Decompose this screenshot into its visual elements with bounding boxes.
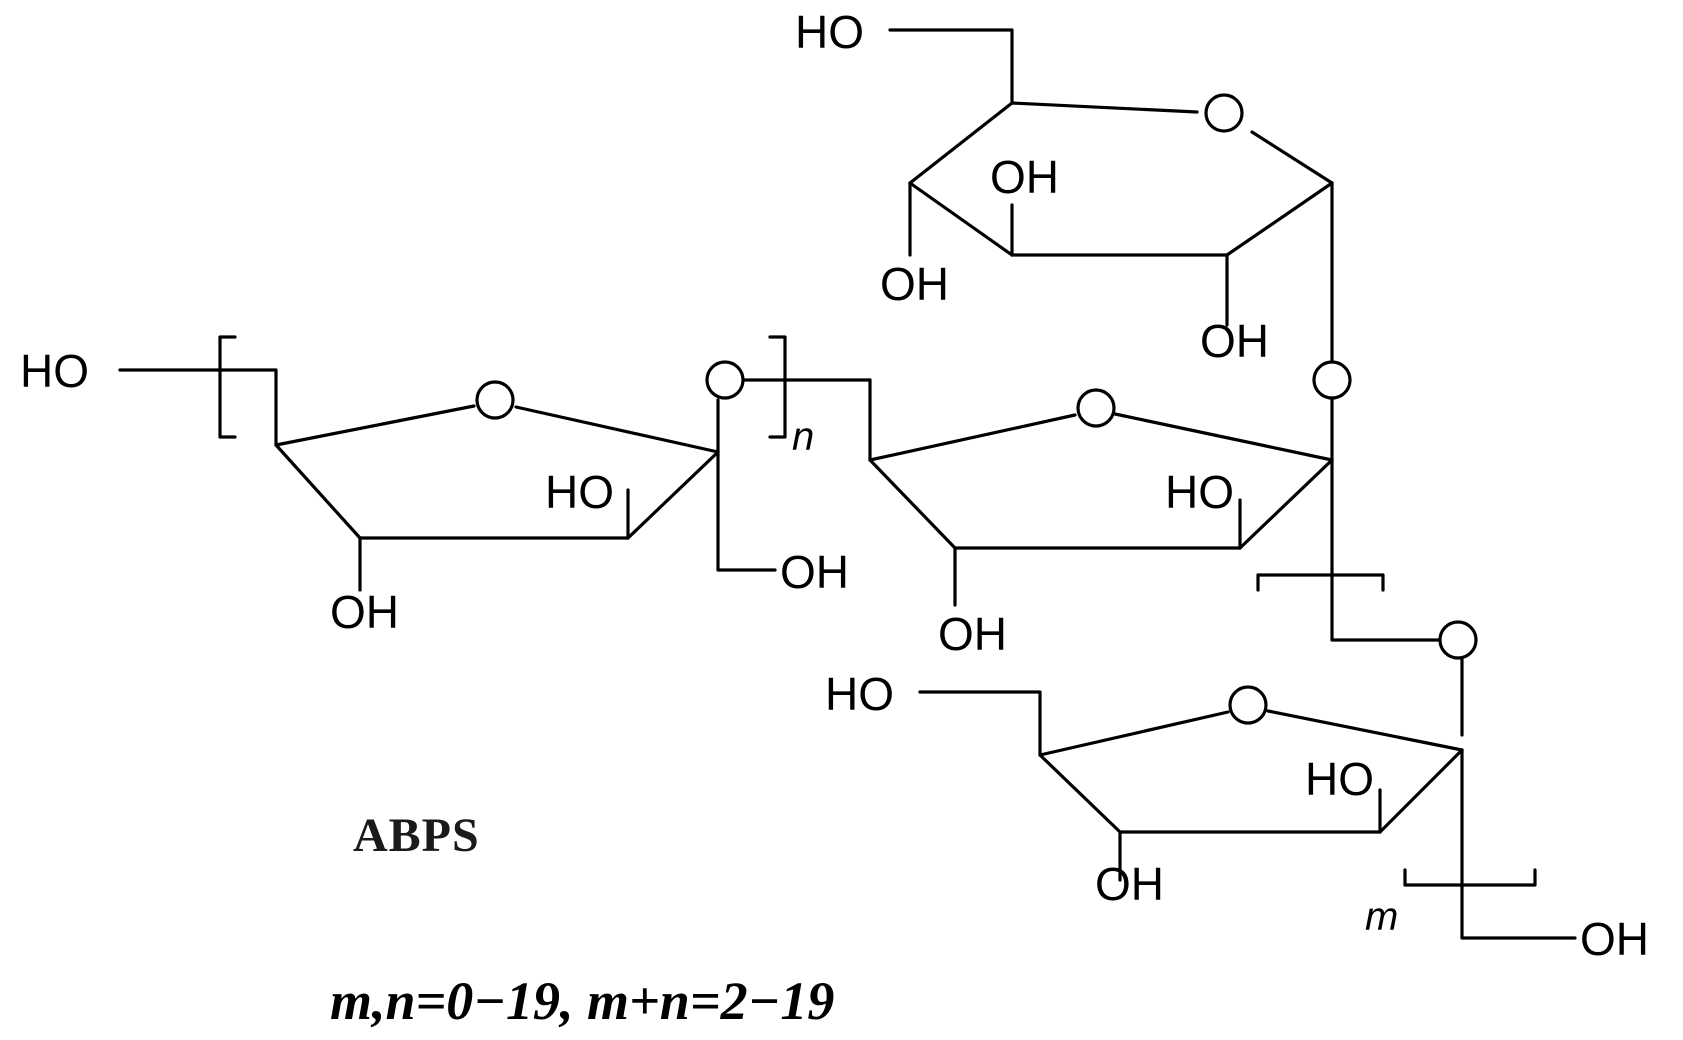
bridge-oxygen-2 <box>1438 620 1478 660</box>
repeat-subscript-n: n <box>792 415 814 459</box>
oh-label-middle-c4: OH <box>938 608 1007 660</box>
repeat-range-note: m,n=0−19, m+n=2−19 <box>330 971 835 1031</box>
top-pyranose-ring <box>888 28 1334 362</box>
glycosidic-oxygen-left <box>705 360 745 400</box>
ho-label-left-terminal: HO <box>20 345 89 397</box>
oh-label-top-c2: OH <box>1200 315 1269 367</box>
oh-label-left-c4: OH <box>330 586 399 638</box>
middle-furanose-ring <box>868 378 1442 642</box>
ho-label-top: HO <box>795 6 864 58</box>
oh-label-bottom-terminal: OH <box>1580 913 1649 965</box>
ho-label-left-c3: HO <box>545 466 614 518</box>
ho-label-bottom-c3: HO <box>1305 753 1374 805</box>
ring-oxygen-left <box>475 380 515 420</box>
repeat-subscript-m: m <box>1365 895 1398 939</box>
ho-label-bottom-c6: HO <box>825 668 894 720</box>
ring-oxygen-top <box>1204 93 1244 133</box>
repeat-bracket-n <box>218 335 787 439</box>
repeat-bracket-m-lower <box>1403 868 1537 887</box>
oh-label-bottom-c4: OH <box>1095 858 1164 910</box>
oh-label-top-c4: OH <box>880 258 949 310</box>
oh-label-left-c6: OH <box>780 546 849 598</box>
ring-oxygen-bottom <box>1228 685 1268 725</box>
bottom-furanose-ring <box>918 685 1577 940</box>
ho-label-middle-c3: HO <box>1165 466 1234 518</box>
oh-label-top-c3: OH <box>990 151 1059 203</box>
repeat-bracket-m-upper <box>1256 573 1385 592</box>
left-furanose-ring <box>118 360 872 592</box>
bridge-oxygen-1 <box>1312 360 1352 400</box>
compound-name-label: ABPS <box>353 809 480 862</box>
ring-oxygen-middle <box>1076 388 1116 428</box>
